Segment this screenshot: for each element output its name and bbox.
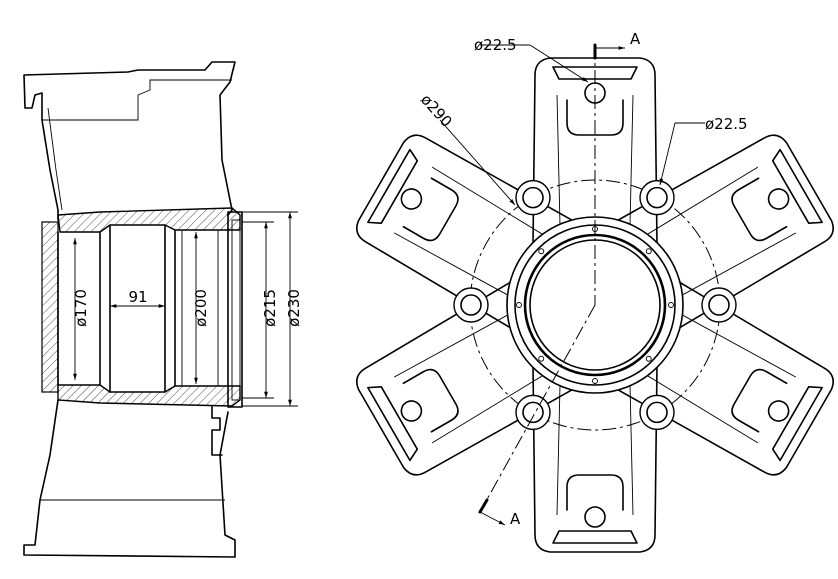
bolt-hole [522,186,544,209]
small-hole [516,302,522,308]
hub-hatch-bottom [57,384,241,407]
small-hole [645,355,652,362]
dim-pitch: ø290 [417,91,456,131]
bolt-hole [646,401,668,424]
front-view: ø22.5 ø22.5 ø290 A A [356,30,834,553]
bolt-boss [701,287,737,323]
bolt-hole [460,294,482,316]
rim-lower [23,399,236,558]
small-hole [538,355,545,362]
spoke [615,134,834,330]
spoke-hole [767,400,790,422]
small-hole [592,378,598,384]
hub-hatch-top [57,207,241,233]
bolt-boss [639,179,675,216]
bolt-hole [646,186,668,209]
bolt-boss [515,394,551,431]
small-hole [645,248,652,255]
bolt-hole [522,401,544,424]
dim-hole-right: ø22.5 [705,115,748,133]
dim-hole-top: ø22.5 [474,36,517,54]
bolt-boss [453,287,489,323]
spoke-hole [584,506,606,528]
dim-d200: ø200 [192,289,210,327]
spoke [615,280,834,476]
bolt-hole [708,294,730,316]
section-view: ø170 91 ø200 ø215 ø230 [23,61,303,558]
dim-d230: ø230 [285,289,303,327]
spoke [356,134,575,330]
section-marker-top: A [630,30,641,48]
spoke-hole [767,188,790,210]
dim-d170: ø170 [72,289,90,327]
dim-91: 91 [128,288,147,306]
spokes [356,57,834,553]
small-hole [538,248,545,255]
rim-outline [23,61,236,221]
section-marker-bottom: A [510,510,521,528]
spoke [356,280,575,476]
small-holes [516,226,674,384]
bolt-boss [639,394,675,431]
spoke [532,57,658,246]
small-hole [668,302,674,308]
bolt-holes [453,179,737,431]
dim-d215: ø215 [261,289,279,327]
bolt-boss [515,179,551,216]
spoke-hole [400,188,423,210]
spoke [532,364,658,553]
spoke-hole [400,400,423,422]
